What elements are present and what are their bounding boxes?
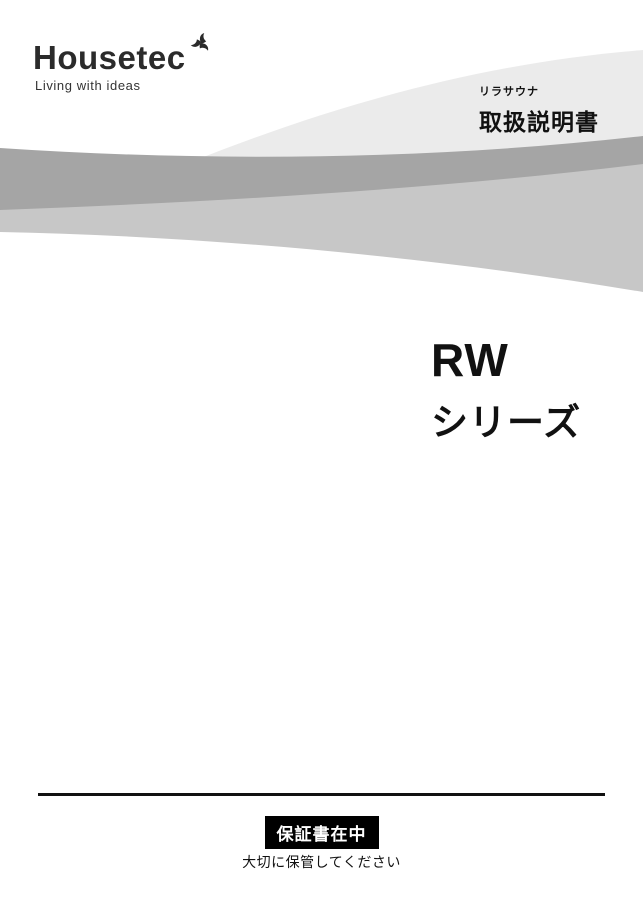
footer-divider (38, 793, 605, 796)
series-name-line2: シリーズ (431, 402, 582, 444)
keep-safe-note: 大切に保管してください (242, 854, 401, 870)
warranty-badge: 保証書在中 (264, 816, 379, 849)
wave-band-medium (0, 158, 643, 292)
series-name-block: RW シリーズ (431, 336, 581, 446)
brand-logo-text: Housetec (33, 39, 186, 76)
wave-band-dark (0, 136, 643, 210)
product-type-label: リラサウナ (479, 86, 539, 98)
brand-tagline: Living with ideas (35, 78, 141, 94)
manual-title: 取扱説明書 (479, 109, 599, 135)
pinwheel-logo-icon (189, 33, 210, 53)
manual-title-block: リラサウナ 取扱説明書 (479, 83, 599, 137)
brand-block: Housetec Living with ideas (33, 33, 214, 94)
logo-row: Housetec (33, 33, 214, 76)
series-name-line1: RW (431, 334, 509, 386)
